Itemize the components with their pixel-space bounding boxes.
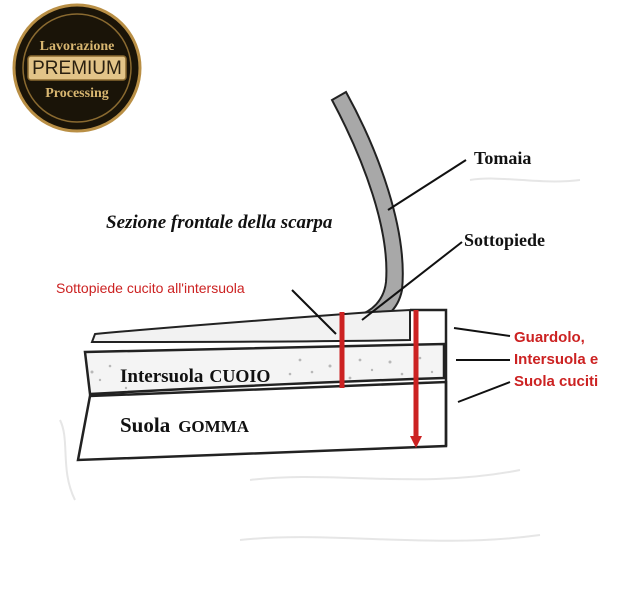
insole-sottopiede-shape	[90, 308, 411, 344]
outsole-suola-shape	[76, 380, 448, 462]
label-suola: Suola GOMMA	[120, 413, 250, 437]
welt-guardolo-outline	[410, 308, 448, 446]
badge-ribbon	[27, 55, 127, 81]
label-tomaia: Tomaia	[474, 148, 531, 168]
label-guardolo-line-1: Guardolo,	[514, 329, 585, 346]
leader-guardolo-1	[453, 327, 511, 337]
label-guardolo-line-3: Suola cuciti	[514, 373, 598, 390]
badge-line-3: Processing	[45, 86, 109, 101]
suola-word: Suola	[120, 413, 171, 437]
label-guardolo-line-2: Intersuola e	[514, 351, 598, 368]
intersuola-material: CUOIO	[209, 366, 270, 386]
leader-tomaia	[387, 159, 467, 211]
leader-sottopiede-cucito	[291, 289, 337, 335]
premium-badge: Lavorazione PREMIUM Processing	[12, 3, 142, 133]
label-sottopiede: Sottopiede	[464, 230, 545, 250]
background-texture	[59, 177, 581, 542]
suola-material: GOMMA	[178, 417, 250, 436]
badge-inner-ring	[22, 13, 132, 123]
diagram-title: Sezione frontale della scarpa	[106, 212, 333, 233]
midsole-speckles	[90, 356, 434, 390]
stitch-arrow-head	[410, 436, 422, 448]
badge-line-2: PREMIUM	[32, 58, 122, 79]
badge-line-1: Lavorazione	[40, 39, 115, 54]
intersuola-word: Intersuola	[120, 366, 204, 387]
label-sottopiede-cucito: Sottopiede cucito all'intersuola	[56, 280, 245, 296]
midsole-intersuola-shape	[83, 342, 446, 396]
leader-sottopiede	[361, 241, 463, 321]
leader-guardolo-3	[457, 381, 511, 403]
